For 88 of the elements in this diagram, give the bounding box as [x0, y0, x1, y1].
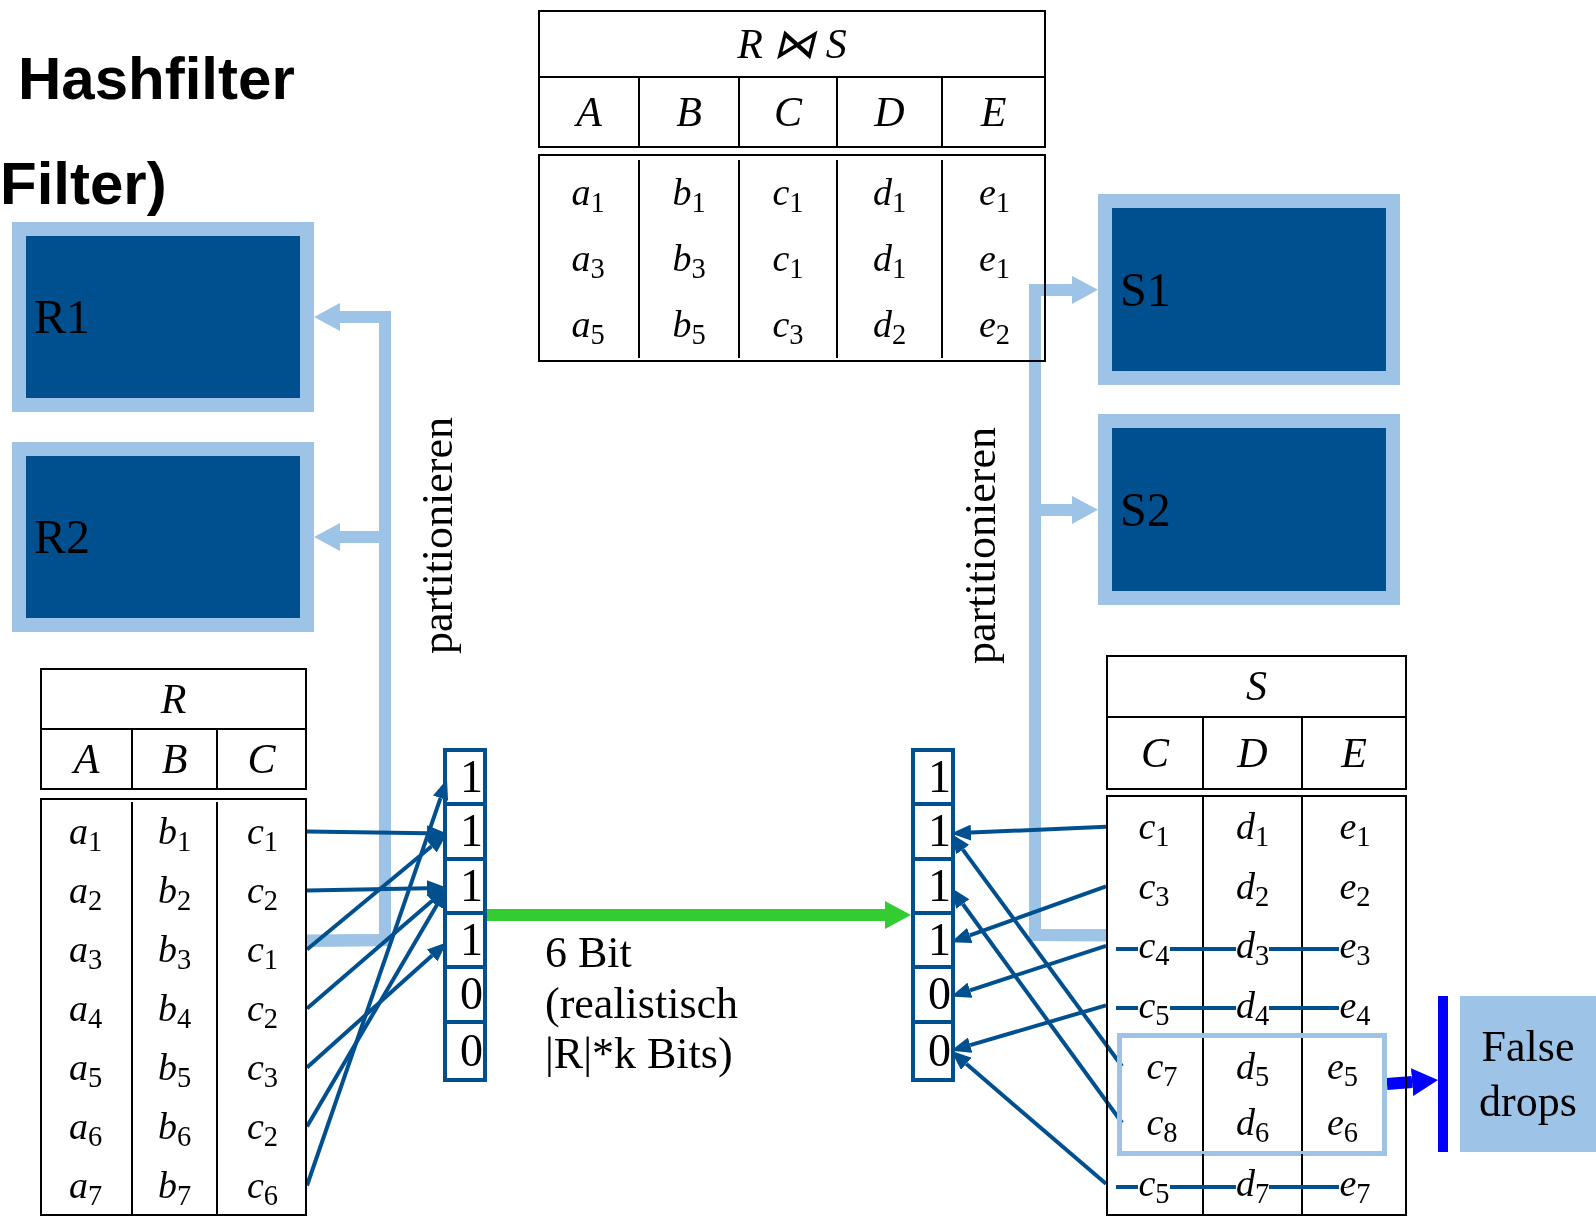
table-cell-text: d$_{1}$ — [1235, 804, 1270, 851]
table-cell-text: b$_{6}$ — [157, 1103, 192, 1151]
table-cell-text: c$_{3}$ — [246, 1044, 279, 1092]
bit-cell: 1 — [447, 806, 483, 861]
table-cell-text: c$_{1}$ — [772, 236, 804, 283]
arrow — [487, 901, 911, 929]
table-cell-text: c$_{7}$ — [1146, 1043, 1178, 1090]
arrow — [1386, 1068, 1438, 1097]
table-cell-text: c$_{2}$ — [246, 985, 279, 1033]
table-cell-text: a$_{2}$ — [68, 867, 103, 915]
bit-cell: 1 — [447, 752, 483, 807]
table-cell-text: b$_{4}$ — [157, 985, 192, 1033]
table-cell-text: c$_{1}$ — [246, 926, 279, 974]
table-cell-text: a$_{4}$ — [68, 985, 103, 1033]
table-cell-text: e$_{2}$ — [978, 302, 1011, 349]
table-cell-text: e$_{5}$ — [1326, 1043, 1359, 1090]
table-header-cell: B — [133, 730, 218, 788]
table-cell-text: d$_{6}$ — [1235, 1100, 1270, 1147]
table-cell-text: a$_{3}$ — [68, 926, 103, 974]
table-cell-text: d$_{5}$ — [1235, 1043, 1270, 1090]
table-cell-text: b$_{5}$ — [157, 1044, 192, 1092]
bit-cell: 1 — [915, 860, 951, 915]
table-cell-text: b$_{1}$ — [672, 170, 706, 217]
table — [1106, 655, 1407, 1216]
table-cell-text: e$_{6}$ — [1326, 1100, 1359, 1147]
bit-cell: 0 — [915, 1023, 951, 1078]
table-header-cell: D — [1204, 718, 1303, 788]
table-header-cell: C — [1108, 718, 1204, 788]
bit-cell: 1 — [447, 915, 483, 970]
bit-vector — [911, 748, 955, 1082]
table-cell-text: c$_{1}$ — [246, 808, 279, 856]
table-header-cell-text: E — [979, 87, 1008, 137]
table-cell-text: a$_{5}$ — [571, 302, 605, 349]
table-cell-text: c$_{1}$ — [1138, 804, 1170, 851]
table-cell-text: d$_{2}$ — [872, 302, 907, 349]
bit-cell: 1 — [447, 860, 483, 915]
table-cell-text: e$_{1}$ — [978, 170, 1011, 217]
partition-box: R1 — [12, 222, 314, 412]
table-cell-text: b$_{5}$ — [672, 302, 706, 349]
table-cell-text: b$_{2}$ — [157, 867, 192, 915]
callout-label: False drops — [1460, 996, 1596, 1152]
partition-box: S1 — [1098, 194, 1400, 385]
table-cell-text: e$_{1}$ — [978, 236, 1011, 283]
table-cell-text: a$_{6}$ — [68, 1103, 103, 1151]
table-cell-text: b$_{1}$ — [157, 808, 192, 856]
bit-vector — [443, 748, 487, 1082]
table-cell-text: c$_{2}$ — [246, 1103, 279, 1151]
table-cell-text: a$_{7}$ — [68, 1162, 103, 1210]
partition-box: S2 — [1098, 414, 1400, 605]
table-title-cell: R — [40, 668, 307, 730]
table-header-cell: C — [740, 78, 838, 146]
bit-cell: 1 — [915, 806, 951, 861]
bit-cell: 0 — [447, 969, 483, 1024]
table-cell-text: d$_{1}$ — [872, 236, 907, 283]
table-cell-text: c$_{1}$ — [772, 170, 804, 217]
bit-cell: 1 — [915, 915, 951, 970]
table-header-cell: A — [540, 78, 640, 146]
bit-cell: 0 — [915, 969, 951, 1024]
table-title-cell: R ⋈ S — [538, 10, 1046, 78]
table-cell-text: a$_{1}$ — [68, 808, 103, 856]
table-cell-text: a$_{1}$ — [571, 170, 605, 217]
table-cell-text: b$_{3}$ — [672, 236, 706, 283]
table — [40, 668, 307, 1216]
table-cell-text: c$_{3}$ — [1138, 863, 1170, 910]
table-cell-text: e$_{2}$ — [1339, 863, 1371, 910]
table-title-cell: S — [1106, 655, 1407, 718]
bit-cell: 1 — [915, 752, 951, 807]
table-cell-text: b$_{7}$ — [157, 1162, 192, 1210]
table-header-cell: B — [640, 78, 740, 146]
table-cell-text: c$_{3}$ — [772, 302, 804, 349]
table-cell-text: b$_{3}$ — [157, 926, 192, 974]
partition-box: R2 — [12, 442, 314, 632]
table-cell-text: a$_{3}$ — [571, 236, 605, 283]
table-header-cell-text: E — [1340, 728, 1368, 778]
bit-cell: 0 — [447, 1023, 483, 1078]
table-header-cell: D — [838, 78, 943, 146]
table — [538, 10, 1046, 362]
table-cell-text: c$_{6}$ — [246, 1162, 279, 1210]
table-cell-text: d$_{2}$ — [1235, 863, 1270, 910]
table-cell-text: c$_{2}$ — [246, 867, 279, 915]
table-header-cell-text: C — [246, 734, 277, 784]
title: Hashfilter Filter) — [0, 44, 296, 219]
highlight-frame — [1117, 1033, 1387, 1156]
table-cell-text: a$_{5}$ — [68, 1044, 103, 1092]
table-cell-text: d$_{1}$ — [872, 170, 907, 217]
table-cell-text: e$_{1}$ — [1339, 804, 1371, 851]
table-header-cell: A — [42, 730, 133, 788]
table-cell-text: c$_{8}$ — [1146, 1100, 1178, 1147]
